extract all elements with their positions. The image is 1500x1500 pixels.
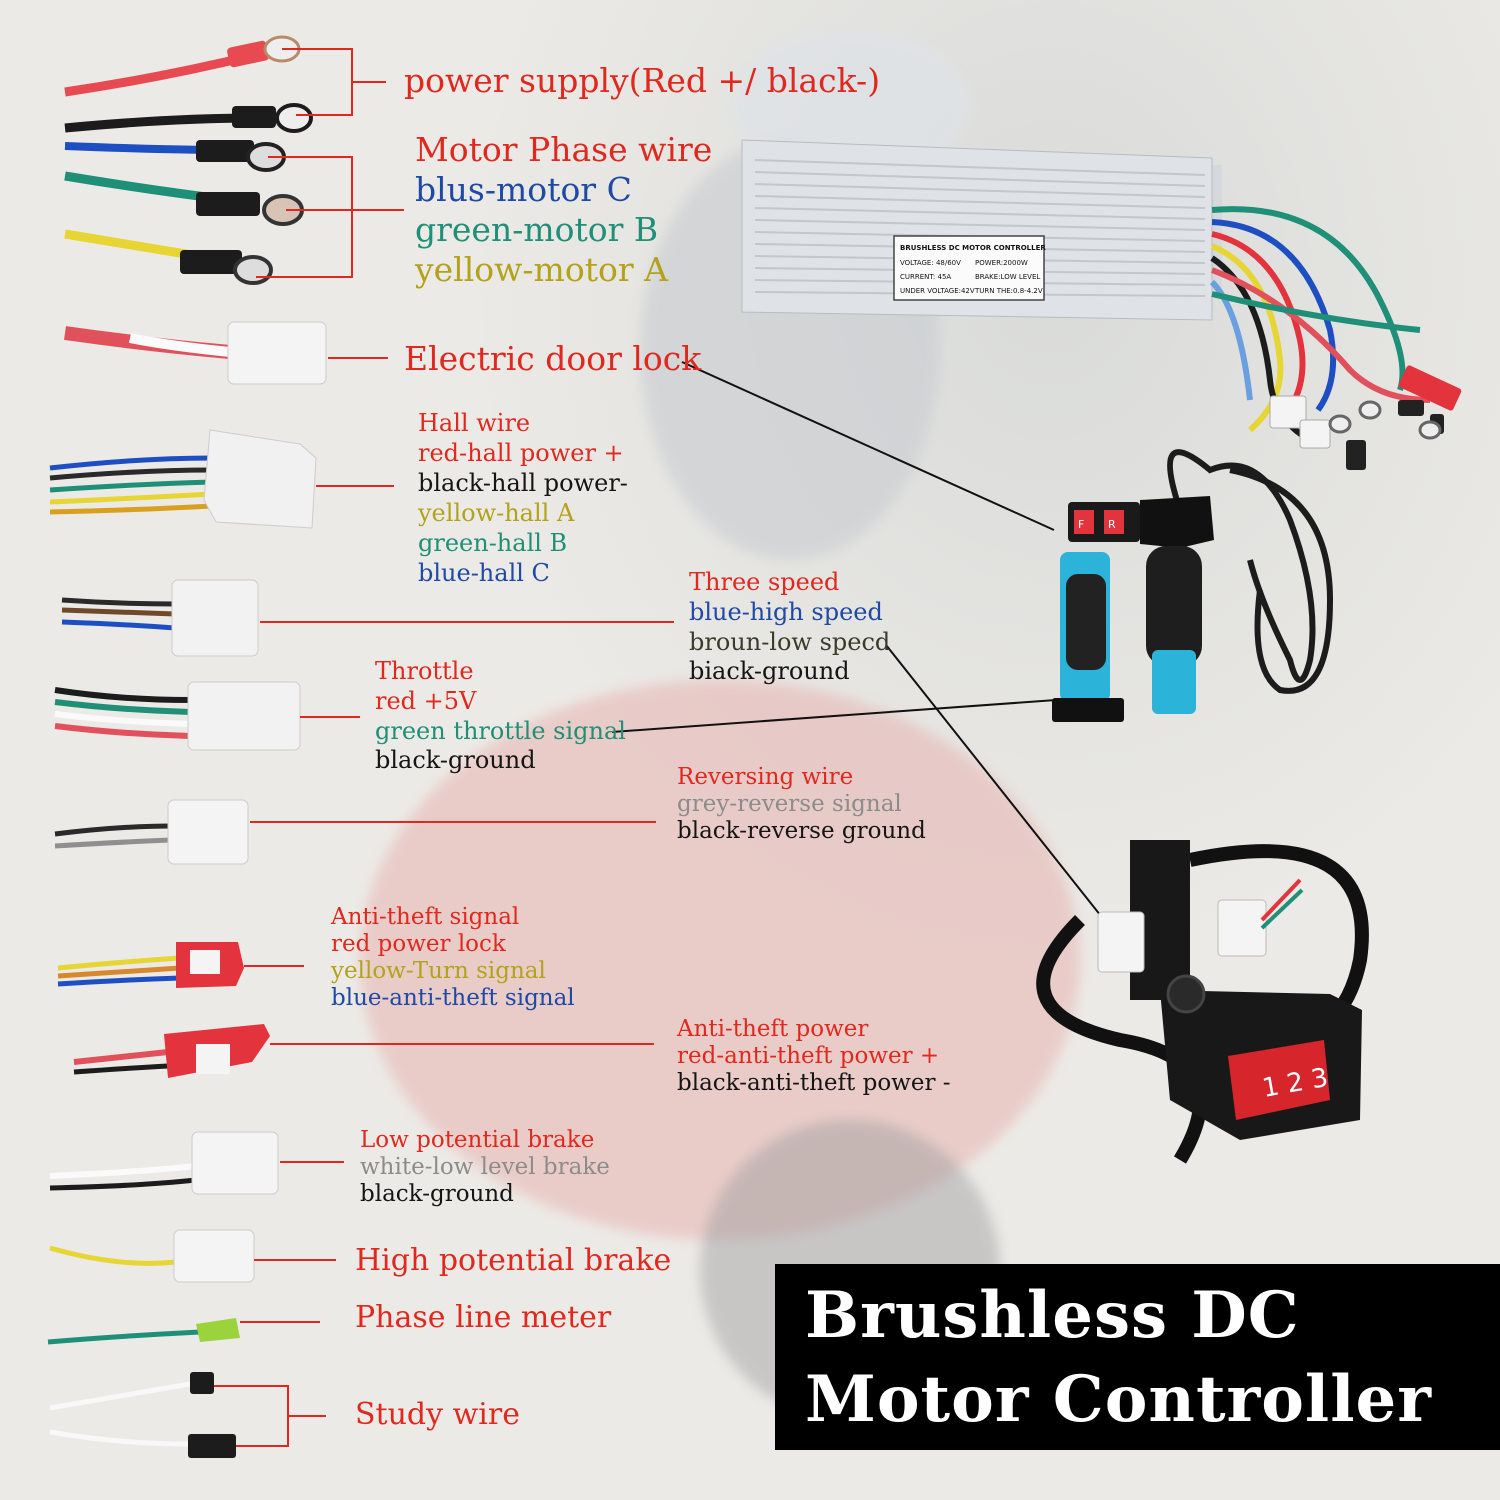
plate-title: BRUSHLESS DC MOTOR CONTROLLER [900,244,1046,252]
low-brake-wire [49,1131,279,1195]
plate-power: POWER:2000W [975,259,1028,267]
label-throttle-green: green throttle signal [375,717,626,745]
label-anti-theft-signal-blue: blue-anti-theft signal [331,985,575,1011]
high-brake-wire [49,1229,255,1283]
title-box: Brushless DC Motor Controller [775,1264,1500,1450]
label-throttle-red: red +5V [375,687,477,715]
plate-current: CURRENT: 45A [900,273,951,281]
controller-cable-bundle [1209,206,1431,443]
speed-button-label: 1 2 3 [1260,1063,1330,1104]
label-study-wire: Study wire [355,1397,520,1432]
label-anti-theft-signal-red: red power lock [331,931,506,957]
door-lock-wire [64,321,327,385]
label-hall-green: green-hall B [418,529,568,557]
anti-theft-power-wire [73,1024,270,1078]
label-motor-b: green-motor B [415,210,659,249]
controller-box [741,139,1222,321]
label-reversing-black: black-reverse ground [677,818,926,844]
label-throttle-title: Throttle [375,657,474,685]
label-anti-theft-signal-yellow: yellow-Turn signal [331,958,546,984]
label-power-supply: power supply(Red +/ black-) [404,61,881,100]
label-hall-blue: blue-hall C [418,559,550,587]
power-supply-wires [64,35,313,133]
controller-connectors [1269,365,1462,470]
button-label-r: R [1108,518,1116,531]
label-three-speed-blue: blue-high speed [689,598,883,626]
three-speed-switch [1036,840,1369,1164]
throttle-wire [54,681,301,751]
label-motor-phase-title: Motor Phase wire [415,130,713,169]
throttle-grip-assembly [1052,449,1334,722]
title-line-1: Brushless DC [805,1278,1300,1353]
label-low-brake-white: white-low level brake [360,1154,610,1180]
label-hall-black: black-hall power- [418,469,628,497]
label-motor-c: blus-motor C [415,170,632,209]
speed-button [1228,1040,1330,1120]
background-quad [360,680,1080,1240]
label-high-brake: High potential brake [355,1243,672,1278]
throttle-grip [1146,546,1202,666]
label-three-speed-black: biack-ground [689,657,850,685]
label-door-lock: Electric door lock [404,339,702,378]
label-low-brake-black: black-ground [360,1181,514,1207]
label-motor-a: yellow-motor A [415,250,668,289]
title-line-2: Motor Controller [805,1362,1432,1437]
pointer-lines [611,361,1121,941]
button-label-f: F [1078,518,1084,531]
leader-lines [214,48,674,1447]
label-anti-theft-signal-title: Anti-theft signal [331,904,520,930]
label-three-speed-brown: broun-low specd [689,628,891,656]
plate-brake: BRAKE:LOW LEVEL [975,273,1040,281]
reversing-wire [54,799,249,865]
label-reversing-grey: grey-reverse signal [677,791,902,817]
label-low-brake-title: Low potential brake [360,1127,595,1153]
label-anti-theft-power-title: Anti-theft power [677,1016,869,1042]
three-speed-wire [61,579,259,657]
label-throttle-black: black-ground [375,746,536,774]
anti-theft-signal-wire [57,942,244,988]
study-wire [49,1372,236,1458]
plate-turn: TURN THE:0.8-4.2V [974,287,1043,295]
label-anti-theft-power-black: black-anti-theft power - [677,1070,951,1096]
label-hall-red: red-hall power + [418,439,624,467]
plate-voltage: VOLTAGE: 48/60V [900,259,961,267]
label-phase-meter: Phase line meter [355,1300,612,1335]
label-three-speed-title: Three speed [689,568,840,596]
plate-under-voltage: UNDER VOLTAGE:42V [900,287,975,295]
label-hall-yellow: yellow-hall A [418,499,575,527]
label-anti-theft-power-red: red-anti-theft power + [677,1043,940,1069]
reverse-button [1104,510,1124,534]
label-reversing-title: Reversing wire [677,764,854,790]
hall-wire [49,429,317,529]
forward-button [1074,510,1094,534]
label-hall-title: Hall wire [418,409,531,437]
phase-meter-wire [47,1318,240,1345]
